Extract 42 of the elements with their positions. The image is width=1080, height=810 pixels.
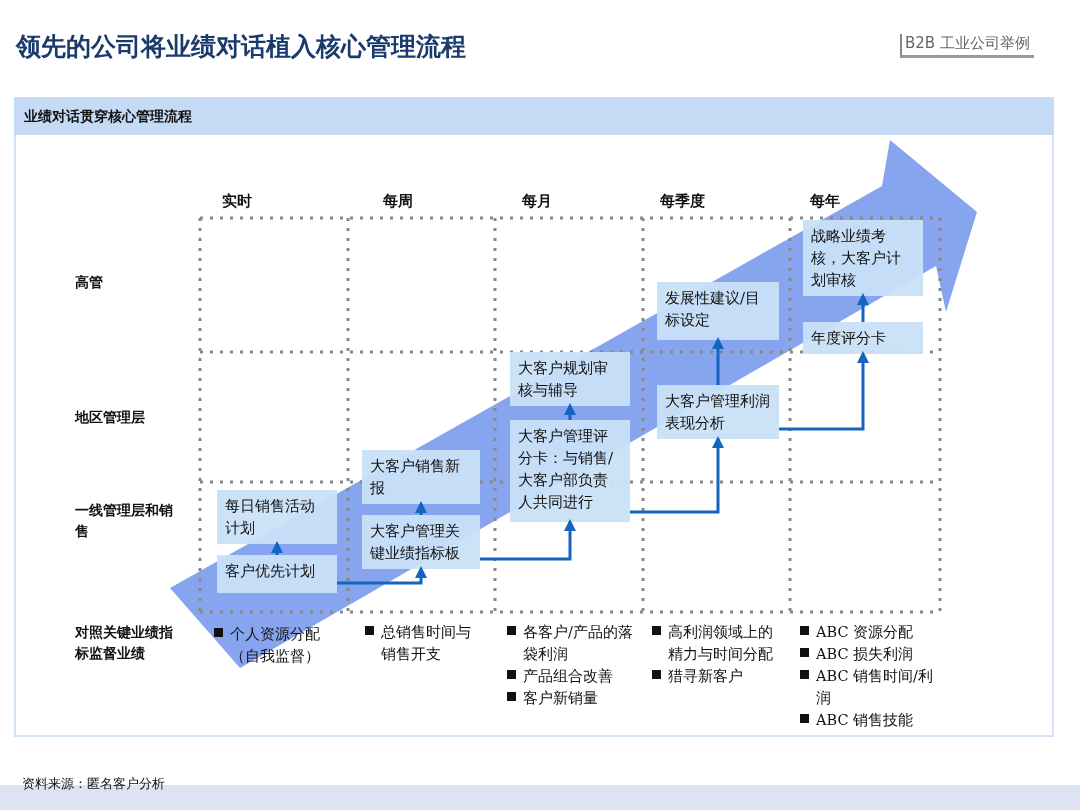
process-box: 客户优先计划 — [217, 555, 337, 593]
arrow — [415, 501, 427, 515]
column-header: 实时 — [222, 192, 252, 211]
row-label: 一线管理层和销售 — [75, 501, 174, 541]
arrow — [630, 436, 724, 514]
bullet-item: 各客户/产品的落袋利润 — [507, 621, 642, 665]
bullet-item: ABC 资源分配 — [800, 621, 945, 643]
panel-heading: 业绩对话贯穿核心管理流程 — [24, 107, 193, 126]
column-header: 每月 — [522, 192, 552, 211]
column-header: 每周 — [383, 192, 413, 211]
arrow — [564, 403, 576, 420]
process-box: 大客户管理评分卡：与销售/大客户部负责人共同进行 — [510, 420, 630, 522]
column-header: 每季度 — [660, 192, 705, 211]
process-box: 大客户销售新报 — [362, 450, 480, 504]
process-box: 战略业绩考核，大客户计划审核 — [803, 220, 923, 296]
arrow — [712, 337, 724, 385]
page-title: 领先的公司将业绩对话植入核心管理流程 — [16, 31, 467, 63]
tag-label: B2B 工业公司举例 — [900, 34, 1034, 58]
row-label: 地区管理层 — [75, 408, 146, 427]
process-box: 发展性建议/目标设定 — [657, 282, 779, 340]
arrow — [337, 566, 427, 585]
process-box: 大客户管理利润表现分析 — [657, 385, 779, 439]
bullet-item: ABC 销售时间/利润 — [800, 665, 945, 709]
arrow — [779, 351, 869, 431]
row-label: 对照关键业绩指标监督业绩 — [75, 623, 174, 663]
process-box: 大客户管理关键业绩指标板 — [362, 515, 480, 569]
arrow — [480, 519, 576, 561]
bullet-item: ABC 损失利润 — [800, 643, 945, 665]
row-label: 高管 — [75, 273, 104, 292]
bullet-item: 猎寻新客户 — [652, 665, 787, 687]
bullet-item: 产品组合改善 — [507, 665, 642, 687]
source-note: 资料来源：匿名客户分析 — [22, 775, 165, 793]
bullet-item: 高利润领域上的精力与时间分配 — [652, 621, 787, 665]
process-box: 每日销售活动计划 — [217, 490, 337, 544]
bullet-item: 总销售时间与销售开支 — [365, 621, 480, 665]
bullet-item: 个人资源分配（自我监督） — [214, 623, 344, 667]
process-box: 大客户规划审核与辅导 — [510, 352, 630, 406]
process-box: 年度评分卡 — [803, 322, 923, 354]
bullet-item: ABC 销售技能 — [800, 709, 945, 731]
arrow — [857, 293, 869, 322]
bullet-item: 客户新销量 — [507, 687, 642, 709]
arrow — [271, 541, 283, 555]
